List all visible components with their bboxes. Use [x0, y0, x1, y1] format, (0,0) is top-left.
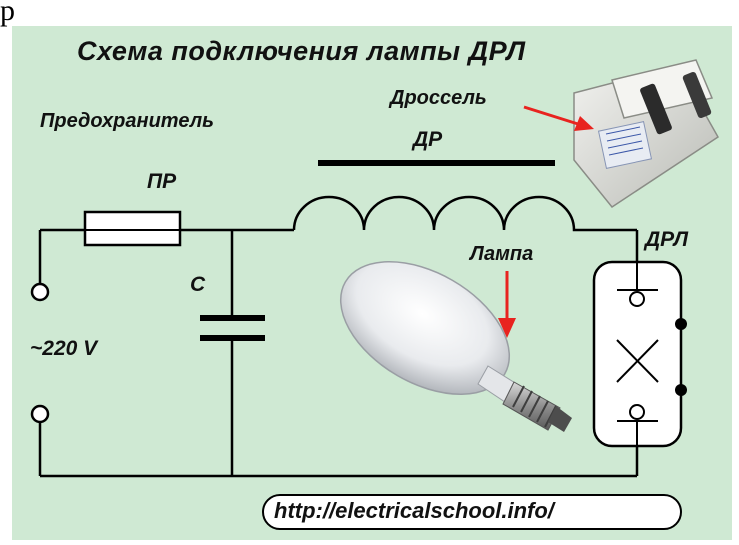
- choke-coil: [292, 195, 580, 232]
- fuse-symbol: [83, 210, 182, 247]
- source-url[interactable]: http://electricalschool.info/: [274, 498, 554, 523]
- url-badge: [262, 494, 682, 530]
- page-top-text: p: [0, 0, 15, 27]
- wires: [38, 228, 639, 478]
- diagram-title: Схема подключения лампы ДРЛ: [77, 36, 526, 66]
- fuse-caption: Предохранитель: [40, 110, 215, 132]
- choke-label: ДР: [413, 128, 443, 151]
- drl-lamp-symbol: [592, 260, 687, 448]
- choke-photo-caption: Дроссель: [390, 87, 487, 109]
- voltage-label: ~220 V: [30, 337, 98, 360]
- lamp-symbol-label: ДРЛ: [645, 228, 689, 251]
- choke-photo: [573, 59, 719, 209]
- lamp-photo: [339, 261, 572, 432]
- terminal-bottom: [30, 404, 50, 424]
- capacitor-label: С: [190, 273, 206, 296]
- fuse-label: ПР: [147, 170, 177, 193]
- terminal-top: [30, 282, 50, 302]
- lamp-photo-caption: Лампа: [470, 243, 534, 265]
- choke-pointer-arrow: [523, 105, 594, 131]
- lamp-pointer-arrow: [498, 271, 516, 338]
